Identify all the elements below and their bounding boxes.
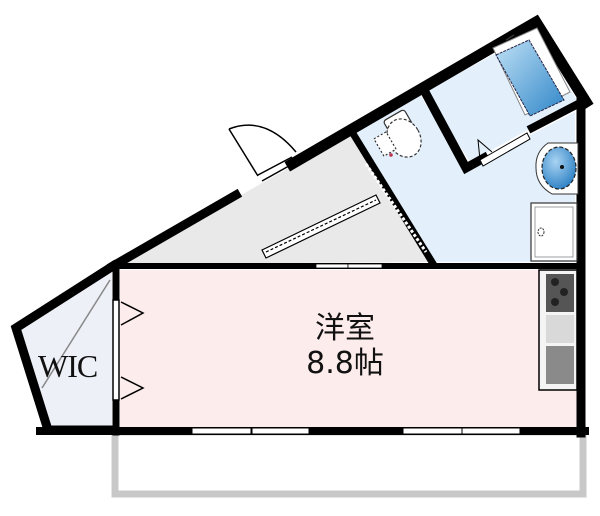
- bathtub: [492, 27, 571, 117]
- washing-machine-pan: [530, 202, 578, 262]
- walls: [10, 14, 594, 438]
- kitchen-counter: [538, 269, 578, 391]
- kitchen-stove: [546, 274, 574, 312]
- balcony: [111, 428, 587, 498]
- room-size-western: 8.8帖: [306, 346, 384, 381]
- toilet-sliding-door[interactable]: [364, 163, 428, 253]
- toilet: [373, 109, 422, 158]
- entrance-corridor-floor: [120, 133, 432, 264]
- balcony-windows[interactable]: [191, 427, 521, 435]
- bathroom-door[interactable]: [477, 132, 531, 167]
- room-name-wic: WIC: [38, 348, 98, 384]
- kitchen-countertop: [546, 315, 574, 343]
- corridor-room-opening[interactable]: [315, 263, 383, 269]
- room-name-western: 洋室: [315, 311, 375, 346]
- wash-basin: [535, 142, 579, 195]
- wic-doors[interactable]: [112, 299, 145, 401]
- kitchen-sink: [546, 346, 574, 384]
- entry-door[interactable]: [228, 124, 297, 182]
- western-room-floor: [120, 270, 578, 430]
- wic-hanger-rod: [41, 279, 111, 389]
- shoe-cabinet: [261, 194, 381, 259]
